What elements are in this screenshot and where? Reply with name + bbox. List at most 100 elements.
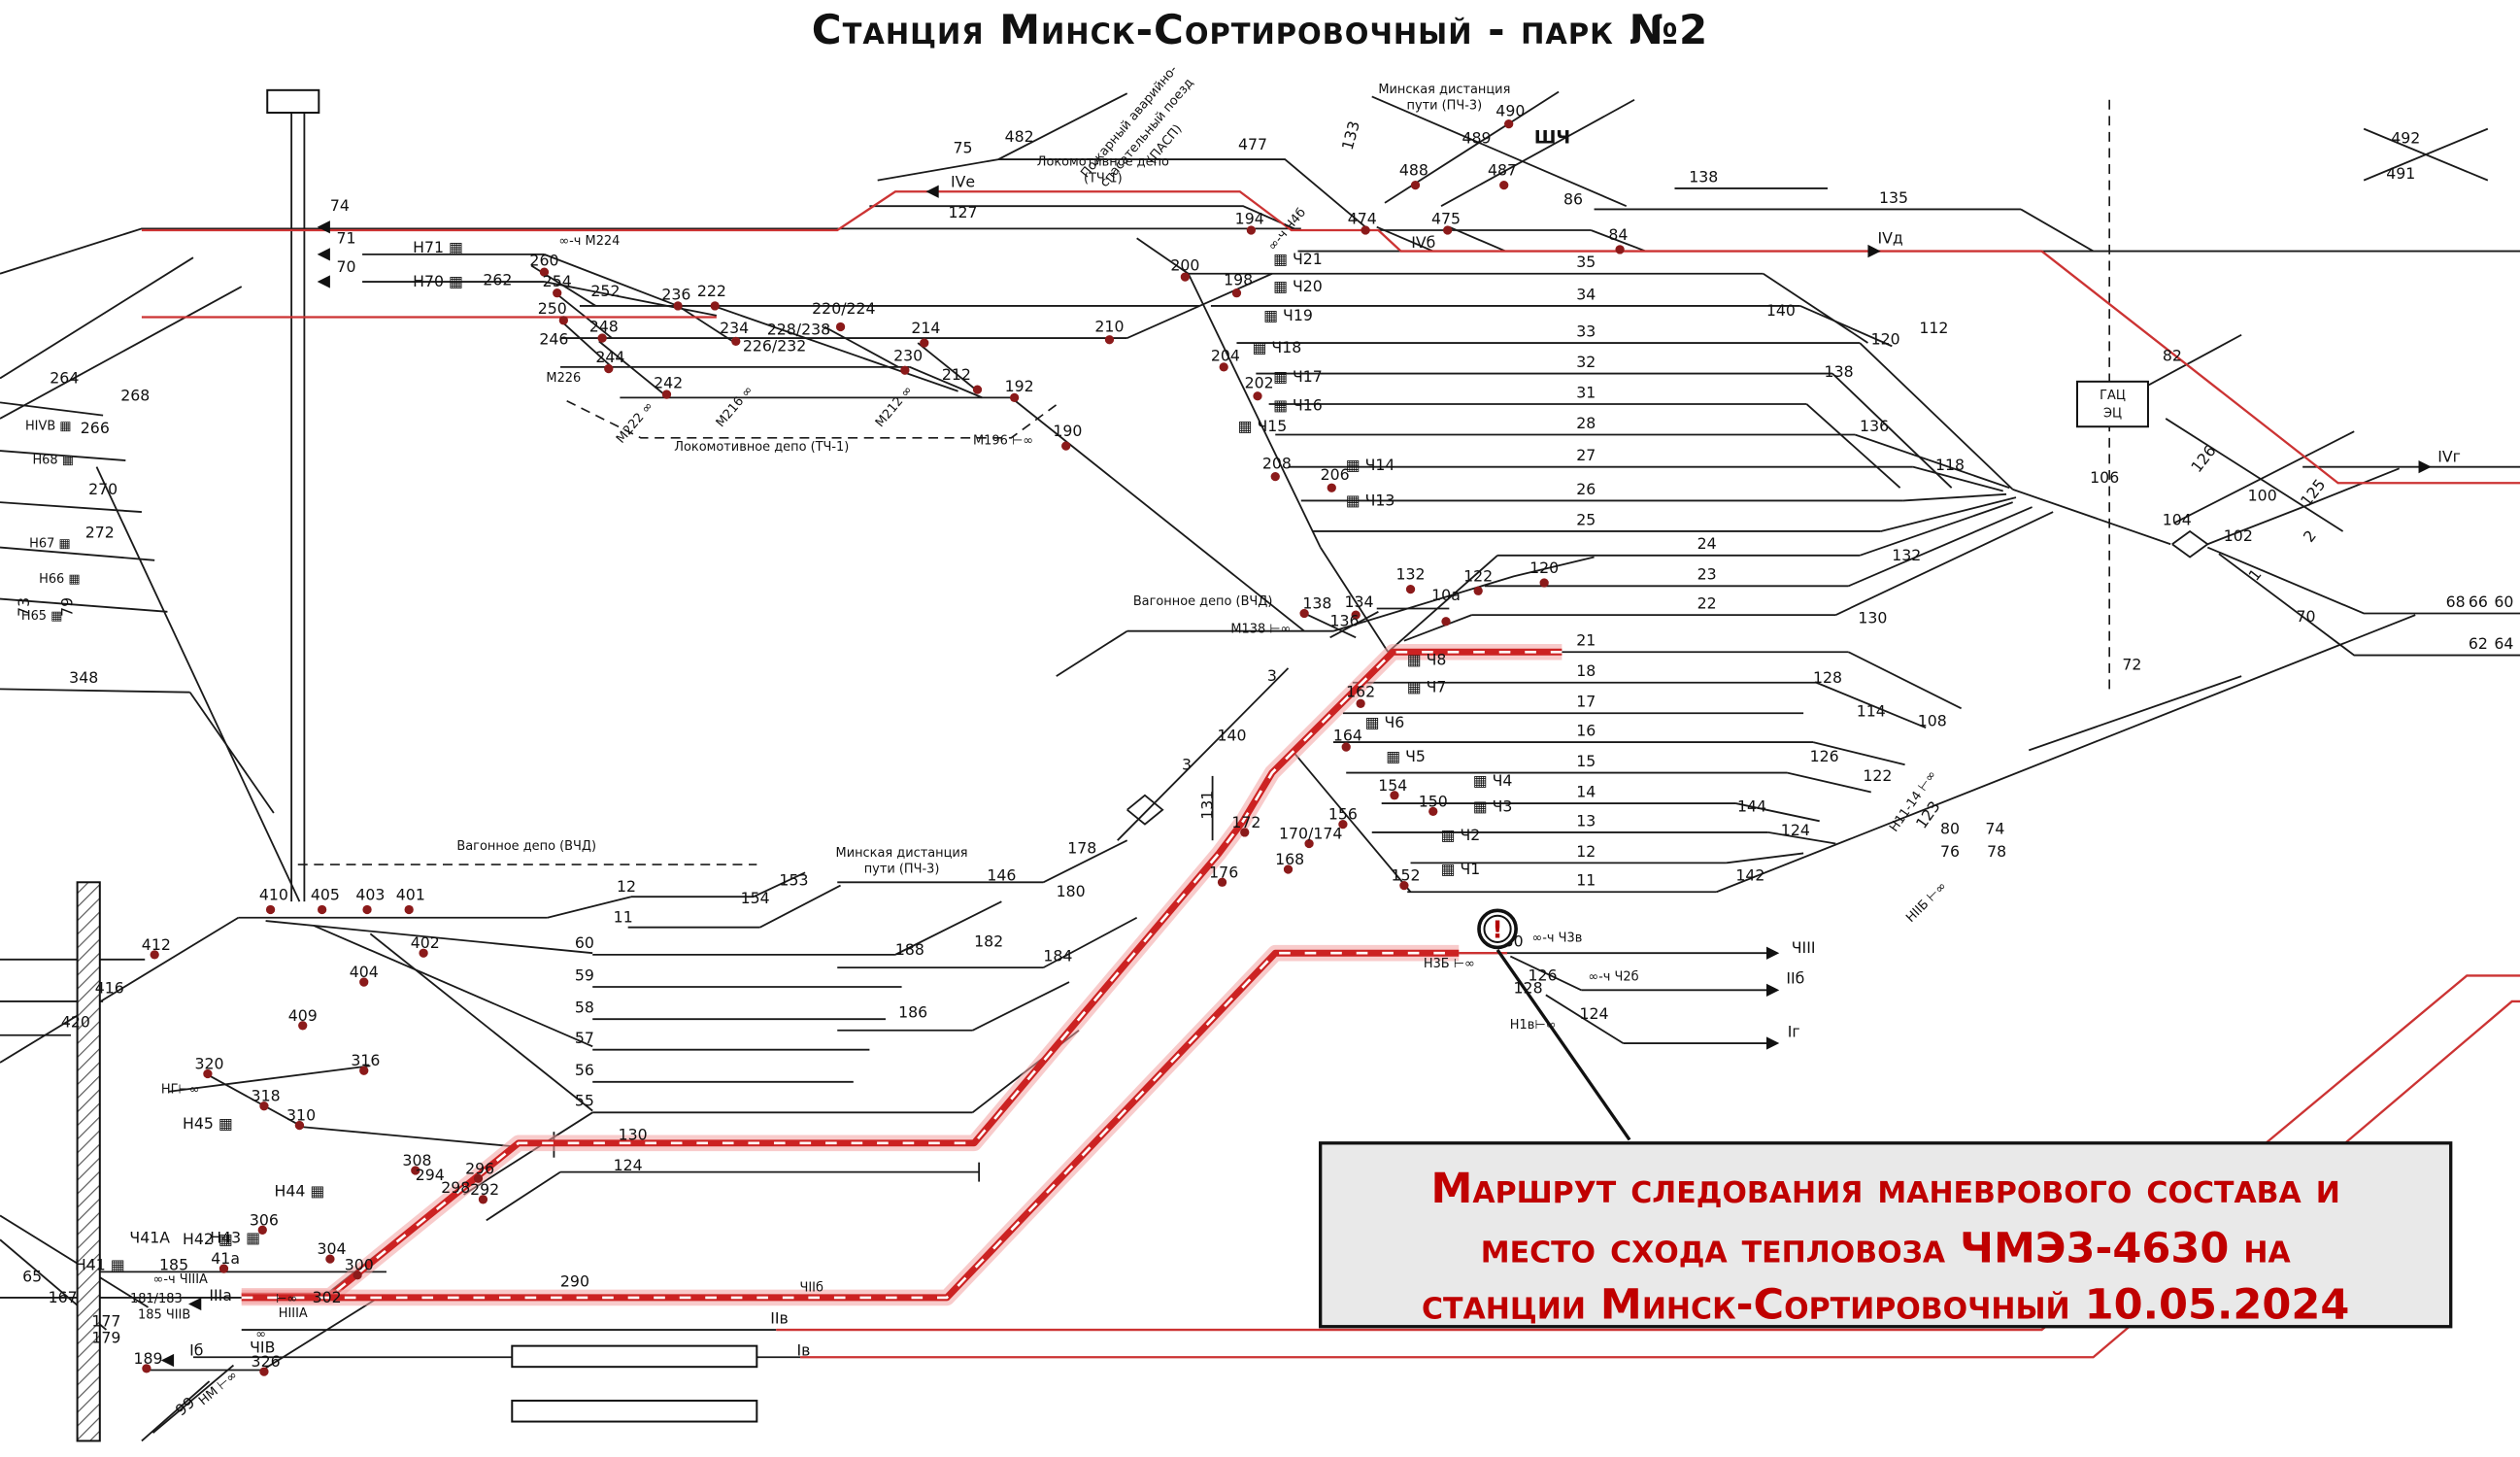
highlighted-route-halo bbox=[241, 944, 1460, 1306]
diagram-label: 120 bbox=[1529, 559, 1559, 577]
diagram-label: 348 bbox=[69, 668, 98, 687]
diagram-label: 420 bbox=[61, 1012, 90, 1031]
diagram-label: 318 bbox=[252, 1087, 281, 1105]
switch-dot bbox=[1361, 225, 1370, 235]
diagram-label: 34 bbox=[1576, 285, 1596, 303]
diagram-label: 264 bbox=[50, 368, 79, 387]
diagram-label: 138 bbox=[1302, 594, 1331, 613]
switch-dot bbox=[673, 301, 683, 311]
diagram-label: Ч41А bbox=[129, 1229, 170, 1247]
diagram-label: 178 bbox=[1067, 838, 1096, 857]
warning-icon-glyph: ! bbox=[1492, 915, 1502, 943]
diagram-label: (ТЧ-1) bbox=[1084, 171, 1123, 186]
diagram-label: Н65 ▦ bbox=[21, 609, 62, 624]
derailment-warning-icon: ! bbox=[1477, 908, 1518, 950]
track-line bbox=[1787, 771, 1871, 794]
diagram-label: Н42 ▦ bbox=[183, 1230, 233, 1248]
direction-arrow bbox=[925, 185, 939, 198]
platform-rect bbox=[511, 1344, 758, 1369]
diagram-label: 74 bbox=[1985, 820, 2004, 838]
diagram-label: 140 bbox=[1217, 726, 1246, 744]
diagram-label: ∞-ч М224 bbox=[558, 234, 620, 249]
diagram-label: 106 bbox=[2090, 468, 2119, 487]
diagram-label: 189 bbox=[134, 1349, 163, 1368]
diagram-label: 138 bbox=[1689, 167, 1718, 186]
diagram-label: 68 bbox=[2446, 593, 2466, 611]
track-line bbox=[1387, 555, 1498, 653]
diagram-label: 144 bbox=[1737, 796, 1766, 815]
track-line bbox=[302, 1126, 513, 1148]
track-line bbox=[1117, 667, 1290, 841]
track-line bbox=[1136, 237, 1190, 275]
diagram-label: 194 bbox=[1235, 209, 1264, 227]
switch-dot bbox=[298, 1021, 308, 1031]
diagram-label: Н67 ▦ bbox=[29, 537, 70, 552]
diagram-label: 146 bbox=[987, 866, 1016, 885]
diagram-label: ▦ Ч5 bbox=[1386, 747, 1426, 765]
switch-dot bbox=[218, 1264, 229, 1273]
track-line bbox=[1590, 229, 1646, 253]
diagram-label: 10а bbox=[1431, 586, 1461, 604]
track-line bbox=[261, 1297, 380, 1372]
diagram-label: Вагонное депо (ВЧД) bbox=[456, 839, 596, 854]
diagram-label: пути (ПЧ-3) bbox=[1407, 99, 1483, 114]
track-line bbox=[677, 305, 733, 343]
diagram-label: 80 bbox=[1940, 820, 1960, 838]
switch-dot bbox=[353, 1271, 362, 1280]
diagram-label: 59 bbox=[575, 966, 594, 984]
diagram-label: ЧIII bbox=[1792, 938, 1816, 957]
diagram-label: Н66 ▦ bbox=[39, 572, 80, 587]
track-line bbox=[972, 981, 1070, 1032]
diagram-label: 254 bbox=[543, 272, 572, 290]
track-line bbox=[1371, 95, 1628, 207]
diagram-label: М216 ∞ bbox=[714, 384, 756, 430]
diagram-label: ШЧ bbox=[1534, 128, 1570, 149]
switch-dot bbox=[661, 390, 672, 399]
diagram-label: 140 bbox=[1766, 301, 1796, 320]
diagram-label: 202 bbox=[1245, 373, 1274, 391]
diagram-label: 58 bbox=[575, 999, 594, 1017]
switch-dot bbox=[1615, 245, 1625, 254]
diagram-label: 15 bbox=[1576, 752, 1596, 770]
diagram-label: 294 bbox=[416, 1166, 445, 1184]
diagram-label: 403 bbox=[355, 886, 385, 904]
diagram-label: М222 ∞ bbox=[614, 399, 656, 446]
diagram-label: 74 bbox=[330, 196, 350, 215]
track-line bbox=[0, 688, 190, 694]
diagram-label: М196 ⊢∞ bbox=[973, 433, 1033, 448]
diagram-label: 108 bbox=[1918, 712, 1947, 730]
diagram-label: 252 bbox=[590, 282, 620, 300]
diagram-label: 152 bbox=[1392, 866, 1421, 885]
diagram-label: 33 bbox=[1576, 322, 1596, 340]
switch-dot bbox=[1441, 617, 1451, 627]
diagram-label: ▦ Ч13 bbox=[1346, 491, 1395, 509]
switch-dot bbox=[1253, 391, 1262, 401]
diagram-label: 32 bbox=[1576, 353, 1596, 371]
diagram-label: 142 bbox=[1735, 866, 1764, 885]
diagram-label: 326 bbox=[252, 1352, 281, 1371]
track-line bbox=[0, 501, 142, 513]
diagram-label: 220/224 bbox=[812, 299, 875, 318]
switch-dot bbox=[731, 336, 741, 347]
diagram-label: 75 bbox=[954, 138, 973, 156]
diagram-label: 22 bbox=[1697, 594, 1717, 613]
diagram-label: 153 bbox=[779, 871, 808, 890]
diagram-label: 268 bbox=[120, 387, 150, 405]
track-line bbox=[544, 254, 679, 307]
diagram-label: 475 bbox=[1431, 209, 1461, 227]
diagram-label: 124 bbox=[1580, 1004, 1609, 1023]
diagram-label: 401 bbox=[396, 886, 425, 904]
track-line bbox=[2173, 430, 2355, 525]
track-line bbox=[1848, 651, 1963, 710]
switch-dot bbox=[1327, 483, 1336, 492]
diagram-label: 1 bbox=[2244, 565, 2265, 585]
diagram-label: 86 bbox=[1563, 190, 1583, 209]
track-line bbox=[0, 597, 168, 613]
track-line bbox=[1735, 802, 1820, 823]
diagram-label: 302 bbox=[313, 1288, 342, 1306]
diagram-label: 296 bbox=[465, 1159, 494, 1177]
diagram-label: 11 bbox=[1576, 871, 1596, 890]
diagram-label: 290 bbox=[560, 1271, 589, 1290]
track-line bbox=[1043, 839, 1128, 884]
diagram-label: 260 bbox=[529, 251, 558, 269]
